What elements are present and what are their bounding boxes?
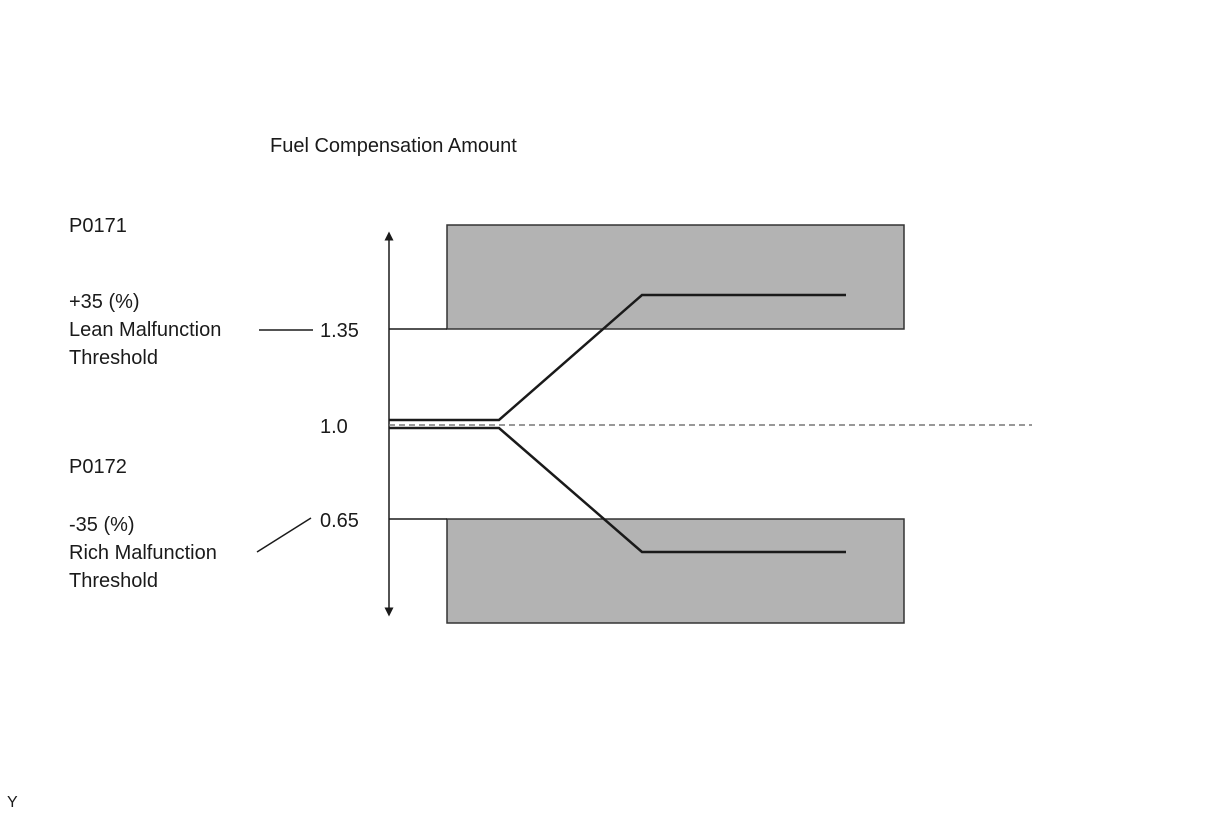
rich-percent-label: -35 (%)	[69, 514, 135, 536]
lean-threshold-label-line1: Lean Malfunction	[69, 319, 221, 341]
lean-percent-label: +35 (%)	[69, 291, 140, 313]
rich-malfunction-zone	[446, 518, 905, 624]
rich-threshold-label-line1: Rich Malfunction	[69, 542, 217, 564]
lean-dtc-code: P0171	[69, 215, 127, 237]
lean-compensation-trace	[389, 293, 846, 422]
lean-threshold-value: 1.35	[320, 320, 359, 342]
rich-dtc-code: P0172	[69, 456, 127, 478]
rich-compensation-trace	[389, 426, 846, 554]
lean-malfunction-zone	[446, 224, 905, 330]
baseline-value: 1.0	[320, 416, 348, 438]
diagram-title: Fuel Compensation Amount	[270, 135, 517, 157]
corner-mark: Y	[7, 794, 18, 811]
rich-threshold-label-line2: Threshold	[69, 570, 158, 592]
rich-threshold-value: 0.65	[320, 510, 359, 532]
rich-leader-line	[256, 517, 312, 553]
lean-threshold-label-line2: Threshold	[69, 347, 158, 369]
